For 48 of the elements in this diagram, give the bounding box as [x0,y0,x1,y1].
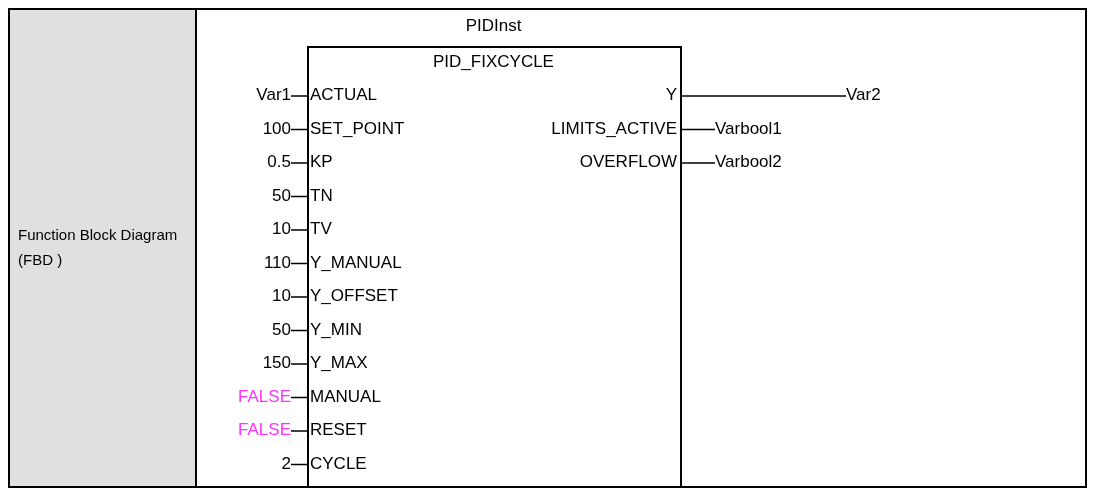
connection-line [290,430,308,432]
input-pin-name: MANUAL [310,386,381,407]
connection-line [290,329,308,332]
input-value: 150 [201,353,291,373]
input-pin-name: RESET [310,420,367,440]
output-variable: Var2 [846,85,881,105]
input-pin-name: Y_MAX [310,353,368,373]
input-pin-name: TN [310,185,333,206]
connection-line [290,363,308,365]
input-pin-name: Y_OFFSET [310,286,398,306]
input-pin-name: TV [310,219,332,239]
connection-line [679,95,847,97]
output-pin-name: LIMITS_ACTIVE [551,118,677,139]
connection-line [290,195,308,198]
input-value: 100 [201,118,291,139]
input-value: FALSE [201,386,291,407]
input-pin-name: Y_MIN [310,319,362,340]
input-pin-name: SET_POINT [310,118,405,139]
connection-line [290,95,308,97]
connection-line [290,396,308,399]
connection-line [290,162,308,164]
input-value: 50 [201,319,291,340]
connection-line [290,463,308,466]
input-value: Var1 [201,85,291,105]
input-pin-name: KP [310,152,333,172]
connection-line [290,128,308,131]
input-value: 110 [201,252,291,273]
connection-line [290,229,308,231]
input-pin-name: CYCLE [310,453,367,474]
input-value: FALSE [201,420,291,440]
connection-line [679,128,716,131]
connection-line [679,162,716,164]
input-pin-name: ACTUAL [310,85,378,105]
connection-line [290,296,308,298]
output-pin-name: Y [665,85,677,105]
input-value: 50 [201,185,291,206]
input-value: 10 [201,286,291,306]
input-value: 2 [201,453,291,474]
instance-name: PIDInst [464,16,523,36]
output-variable: Varbool1 [715,118,782,139]
output-pin-name: OVERFLOW [579,152,677,172]
input-value: 10 [201,219,291,239]
connection-line [290,262,308,265]
output-variable: Varbool2 [715,152,782,172]
row-header-text: Function Block Diagram (FBD ) [18,225,179,270]
block-type-name: PID_FIXCYCLE [432,52,555,72]
input-pin-name: Y_MANUAL [310,252,402,273]
input-value: 0.5 [201,152,291,172]
